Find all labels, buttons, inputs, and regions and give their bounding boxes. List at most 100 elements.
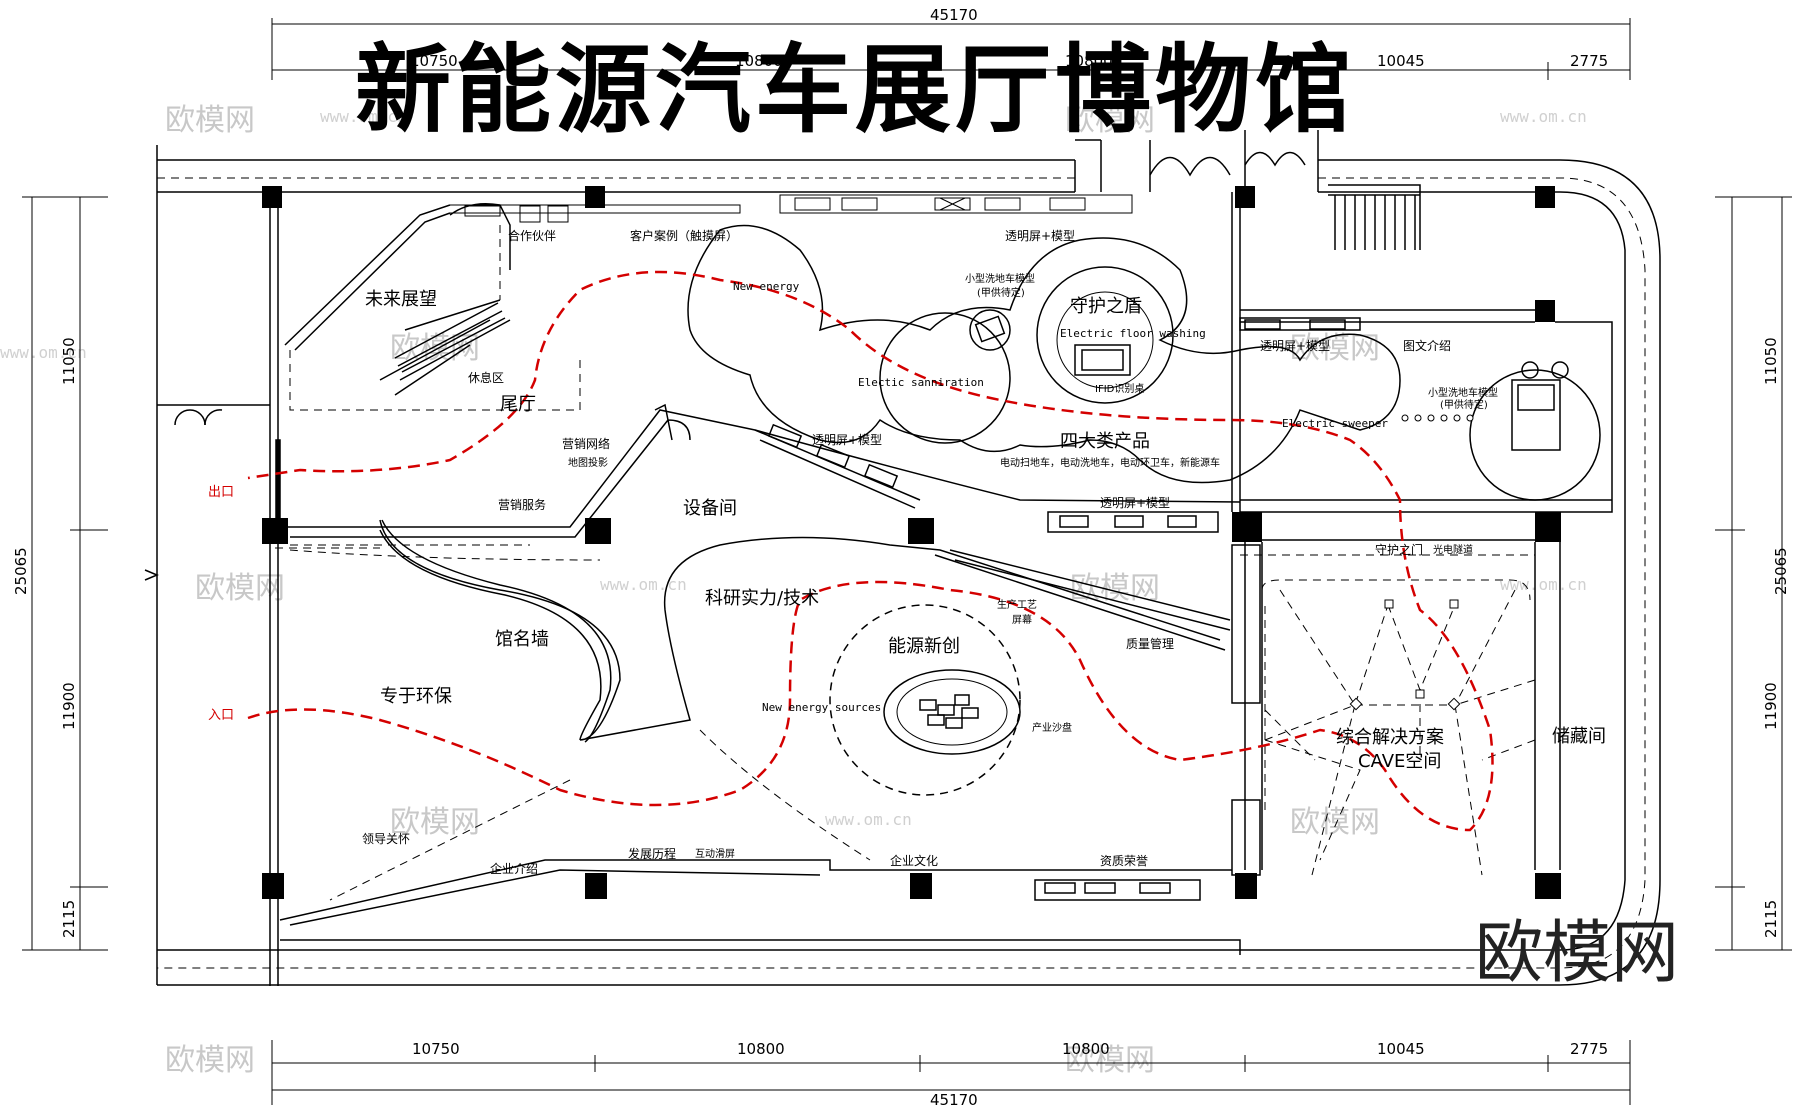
watermark-url: www.om.cn	[0, 343, 87, 362]
dim-top-seg: 10750	[410, 52, 458, 70]
top-doors	[1074, 130, 1421, 250]
dim-top-total: 45170	[930, 6, 978, 24]
entry-label: 入口	[208, 708, 234, 723]
watermark-text: 欧模网	[1290, 805, 1380, 840]
brand-logo-text: 欧模网	[1475, 914, 1680, 993]
zone-cave: CAVE空间	[1358, 751, 1441, 772]
energy-innovation	[829, 604, 1021, 796]
dim-bottom-seg: 10750	[412, 1040, 460, 1058]
zone-partners: 合作伙伴	[508, 228, 556, 243]
zone-guard-shield: 守护之盾	[1070, 296, 1142, 317]
zone-small-wash-model-right: 小型洗地车模型	[1428, 386, 1498, 399]
dimension-bottom	[271, 1040, 1631, 1105]
dimension-left	[22, 196, 108, 951]
zone-cases: 客户案例（触摸屏）	[630, 228, 738, 243]
dim-bottom-seg: 2775	[1570, 1040, 1608, 1058]
page-title: 新能源汽车展厅博物馆	[355, 34, 1355, 146]
watermark-text: 欧模网	[195, 571, 285, 606]
zone-storage: 储藏间	[1552, 726, 1606, 747]
zone-rest: 休息区	[468, 370, 504, 385]
dim-bottom-seg: 10800	[1062, 1040, 1110, 1058]
dim-bottom-seg: 10045	[1377, 1040, 1425, 1058]
zone-transparent-model-low: 透明屏+模型	[1100, 496, 1170, 510]
dim-right-seg: 11900	[1762, 682, 1780, 730]
zone-graphic-intro: 图文介绍	[1403, 338, 1451, 353]
dim-top-seg: 10045	[1377, 52, 1425, 70]
zone-quality: 质量管理	[1126, 636, 1174, 651]
zone-transparent-model-top: 透明屏+模型	[1005, 229, 1075, 243]
dim-left-seg: 11900	[60, 682, 78, 730]
zone-small-wash-model: 小型洗地车模型	[965, 272, 1035, 285]
zone-name-wall: 馆名墙	[495, 629, 549, 650]
zone-production: 生产工艺	[997, 598, 1037, 611]
zone-production-screen: 屏幕	[1012, 613, 1032, 626]
dim-right-seg: 11050	[1762, 337, 1780, 385]
dim-left-total: 25065	[12, 547, 30, 595]
zone-rnd: 科研实力/技术	[705, 588, 819, 609]
watermark-url: www.om.cn	[600, 575, 687, 594]
dim-bottom-seg: 10800	[737, 1040, 785, 1058]
zone-industry-sandtable: 产业沙盘	[1032, 721, 1072, 734]
building-walls	[156, 145, 1661, 986]
central-walls	[285, 403, 1241, 741]
zone-ifid: IFID识别桌	[1095, 382, 1144, 395]
zone-culture: 企业文化	[890, 853, 938, 868]
watermark-url: www.om.cn	[320, 107, 407, 126]
zone-marketing-service: 营销服务	[498, 497, 546, 512]
zone-transparent-model-right: 透明屏+模型	[1260, 339, 1330, 353]
watermark-text: 欧模网	[390, 805, 480, 840]
dimension-top	[271, 18, 1631, 80]
dimension-right	[1715, 196, 1792, 951]
zone-history: 发展历程	[628, 846, 676, 861]
zone-marketing-network: 营销网络	[562, 436, 610, 451]
zone-future: 未来展望	[365, 289, 437, 310]
zone-supplied-by-a: (甲供待定)	[977, 286, 1025, 299]
top-display-wall	[450, 194, 1133, 223]
dim-left-seg: 2115	[60, 900, 78, 938]
zone-sanitation: Electic sanniration	[858, 376, 984, 389]
future-area-walls	[284, 203, 511, 396]
zone-solutions: 综合解决方案	[1336, 727, 1444, 748]
zone-honors: 资质荣誉	[1100, 854, 1148, 868]
zone-four-products: 四大类产品	[1060, 431, 1150, 452]
zone-sweeper: Electric sweeper	[1282, 417, 1388, 430]
zone-light-tunnel: 光电隧道	[1433, 543, 1473, 556]
zone-eco: 专于环保	[380, 686, 452, 707]
sweeper-dots	[1401, 414, 1474, 422]
visitor-route	[247, 270, 1494, 832]
zone-new-energy: New energy	[733, 280, 800, 293]
zone-new-energy-sources: New energy sources	[762, 701, 881, 714]
zone-company-intro: 企业介绍	[490, 861, 538, 876]
cave-projectors	[1349, 599, 1461, 711]
dim-right-total: 25065	[1772, 547, 1790, 595]
zone-interactive-screen: 互动滑屏	[695, 848, 735, 860]
bottom-walls	[279, 859, 1241, 955]
zone-transparent-model-mid: 透明屏+模型	[812, 433, 882, 447]
dim-left-seg: 11050	[60, 337, 78, 385]
watermark-text: 欧模网	[165, 103, 255, 138]
watermark-text: 欧模网	[1065, 1043, 1155, 1078]
zone-energy-innovation: 能源新创	[888, 636, 960, 657]
name-wall-curve	[381, 519, 612, 743]
watermark-url: www.om.cn	[1500, 575, 1587, 594]
zone-floor-washing: Electric floor washing	[1060, 327, 1206, 340]
dim-bottom-total: 45170	[930, 1091, 978, 1109]
zone-four-products-sub: 电动扫地车，电动洗地车，电动环卫车，新能源车	[1000, 456, 1220, 469]
exit-label: 出口	[208, 485, 234, 500]
zone-supplied-by-a-right: (甲供待定)	[1440, 398, 1488, 411]
dim-top-seg: 10800	[1065, 52, 1113, 70]
zone-equipment-room: 设备间	[683, 498, 737, 519]
product-circles	[687, 224, 1601, 501]
zone-guard-gate: 守护之门	[1375, 542, 1423, 557]
circulation-dashed	[275, 547, 871, 901]
zone-leader-care: 领导关怀	[362, 832, 410, 846]
zone-tail-hall: 尾厅	[500, 394, 536, 415]
dim-top-seg: 2775	[1570, 52, 1608, 70]
future-dashed	[289, 225, 601, 561]
watermark-text: 欧模网	[1065, 103, 1155, 138]
structural-columns	[262, 186, 1561, 899]
watermark-url: www.om.cn	[1500, 107, 1587, 126]
watermark-url: www.om.cn	[825, 810, 912, 829]
dim-top-seg: 10800	[735, 52, 783, 70]
